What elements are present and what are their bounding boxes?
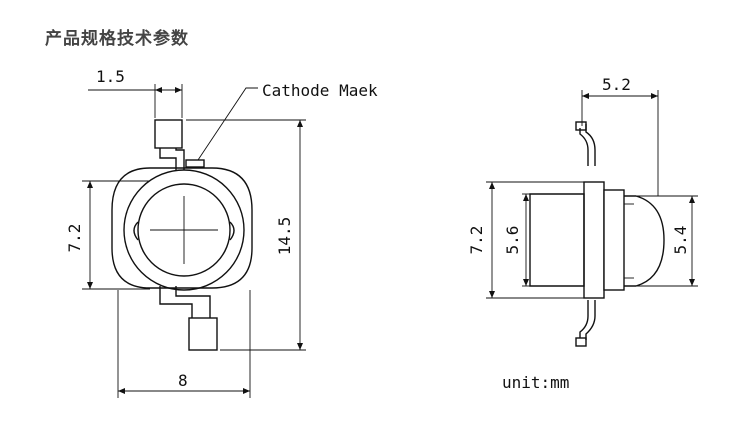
dim-width: 8 bbox=[117, 290, 251, 398]
page-title: 产品规格技术参数 bbox=[45, 29, 189, 49]
dim-side-width: 5.2 bbox=[581, 75, 659, 196]
dim-label-lens-height: 5.6 bbox=[503, 226, 522, 255]
side-view bbox=[529, 121, 665, 347]
top-view bbox=[111, 87, 258, 351]
dim-label-pad-width: 1.5 bbox=[96, 67, 125, 86]
dim-side-body-height: 7.2 bbox=[467, 181, 584, 299]
dim-label-total-height: 14.5 bbox=[275, 217, 294, 256]
dim-label-body-height: 7.2 bbox=[65, 224, 84, 253]
dim-label-dome-height: 5.4 bbox=[671, 226, 690, 255]
dim-total-height: 14.5 bbox=[186, 119, 306, 351]
cathode-mark-label: Cathode Maek bbox=[262, 81, 378, 100]
dim-body-height: 7.2 bbox=[65, 180, 150, 290]
unit-label: unit:mm bbox=[502, 373, 569, 392]
dim-label-side-body-height: 7.2 bbox=[467, 226, 486, 255]
dim-lens-height: 5.6 bbox=[503, 193, 530, 287]
dim-dome-height: 5.4 bbox=[636, 195, 698, 287]
dim-label-side-width: 5.2 bbox=[602, 75, 631, 94]
dim-label-width: 8 bbox=[178, 371, 188, 390]
dim-pad-width: 1.5 bbox=[88, 67, 183, 118]
